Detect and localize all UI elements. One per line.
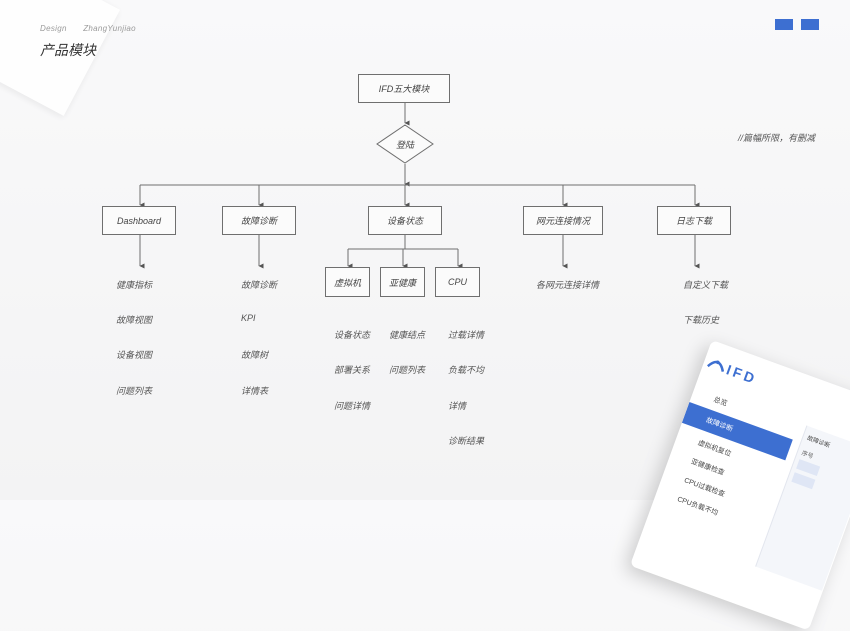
meta-author: ZhangYunjiao [83, 24, 136, 33]
leaf-item: 下载历史 [683, 315, 720, 325]
mock-panel-cell [791, 472, 816, 490]
leaf-item: 详情表 [241, 386, 269, 396]
leaf-item: 健康结点 [389, 330, 426, 340]
sub-vm: 虚拟机 [325, 267, 370, 297]
module-network-connection: 网元连接情况 [523, 206, 603, 235]
sub-subhealth: 亚健康 [380, 267, 425, 297]
module-dashboard: Dashboard [102, 206, 176, 235]
login-decision-label: 登陆 [395, 139, 414, 150]
leaf-item: KPI [241, 313, 256, 323]
meta-design: Design [40, 24, 67, 33]
leaf-item: 各网元连接详情 [536, 280, 600, 290]
leaf-item: 问题详情 [334, 401, 371, 411]
leaf-item: 故障树 [241, 350, 269, 360]
mock-nav-label: 总览 [712, 396, 729, 408]
leaf-item: 诊断结果 [448, 436, 485, 446]
leaf-item: 负载不均 [448, 365, 485, 375]
mock-nav-label: 故障诊断 [704, 417, 734, 434]
abridged-note: //篇幅所限，有删减 [738, 133, 816, 143]
leaf-item: 详情 [448, 401, 467, 411]
leaf-item: 健康指标 [116, 280, 153, 290]
root-node: IFD五大模块 [358, 74, 450, 103]
header-meta: Design ZhangYunjiao [40, 24, 150, 33]
module-device-status: 设备状态 [368, 206, 442, 235]
sub-cpu: CPU [435, 267, 480, 297]
leaf-item: 设备状态 [334, 330, 371, 340]
app-mockup-card: IFD 总览 故障诊断 虚拟机复位 亚健康检查 CPU过载检查 CPU负载不均 … [629, 340, 850, 631]
module-fault-diagnosis: 故障诊断 [222, 206, 296, 235]
accent-block-right [801, 19, 819, 30]
connector-lines [139, 102, 700, 269]
ifd-logo-icon [706, 360, 725, 372]
leaf-item: 部署关系 [334, 365, 371, 375]
accent-block-left [775, 19, 793, 30]
login-decision-diamond [376, 124, 434, 164]
leaf-item: 自定义下载 [683, 280, 729, 290]
module-log-download: 日志下载 [657, 206, 731, 235]
leaf-item: 故障视图 [116, 315, 153, 325]
ifd-logo-text: IFD [724, 361, 760, 388]
leaf-item: 设备视图 [116, 350, 153, 360]
leaf-item: 过载详情 [448, 330, 485, 340]
leaf-item: 问题列表 [389, 365, 426, 375]
leaf-item: 问题列表 [116, 386, 153, 396]
leaf-item: 故障诊断 [241, 280, 278, 290]
mock-panel-title: 故障诊断 [806, 435, 831, 450]
mock-panel-column: 序号 [800, 450, 814, 461]
page-title: 产品模块 [40, 42, 96, 58]
